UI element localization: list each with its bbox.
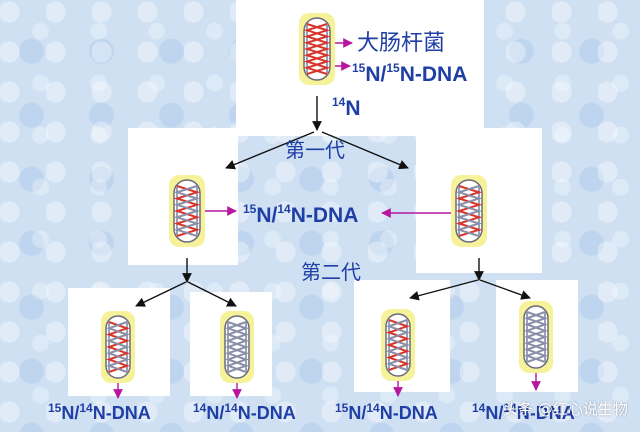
gen1-title: 第一代 (285, 138, 345, 162)
watermark: 头条 @红心说生物 (503, 400, 628, 418)
parent-dna-label: 15N/15N-DNA (352, 61, 468, 86)
arrow-to-gen1-left (225, 131, 315, 170)
arrow-to-gen2-1 (135, 281, 187, 307)
medium-label: 14N (332, 95, 361, 120)
flow-arrows (135, 96, 531, 307)
dna-capsule-parent (299, 13, 335, 85)
gen2-dna-label-3: 15N/14N-DNA (335, 401, 438, 423)
dna-capsule-gen2-4 (519, 301, 553, 373)
gen2-dna-label-2: 14N/14N-DNA (193, 401, 296, 423)
dna-capsule-gen2-3 (381, 309, 415, 381)
pointer-arrows (113, 38, 541, 399)
arrow-to-gen2-4 (479, 279, 531, 300)
organism-label: 大肠杆菌 (357, 31, 446, 56)
dna-capsule-gen1-right (451, 175, 487, 247)
dna-capsule-gen1-left (169, 175, 205, 247)
dna-capsule-gen2-2 (220, 311, 254, 383)
arrow-to-gen1-right (321, 131, 409, 170)
gen2-dna-label-1: 15N/14N-DNA (48, 401, 151, 423)
dna-capsule-gen2-1 (101, 311, 135, 383)
arrow-to-gen2-2 (187, 281, 237, 307)
gen2-title: 第二代 (301, 260, 361, 284)
gen2-dna-label-4: 14N/14N-DNA (472, 401, 575, 423)
dna-capsules (101, 13, 553, 383)
arrow-to-gen2-3 (409, 279, 479, 301)
gen1-dna-label: 15N/14N-DNA (243, 202, 359, 227)
panel-parent (236, 0, 484, 136)
